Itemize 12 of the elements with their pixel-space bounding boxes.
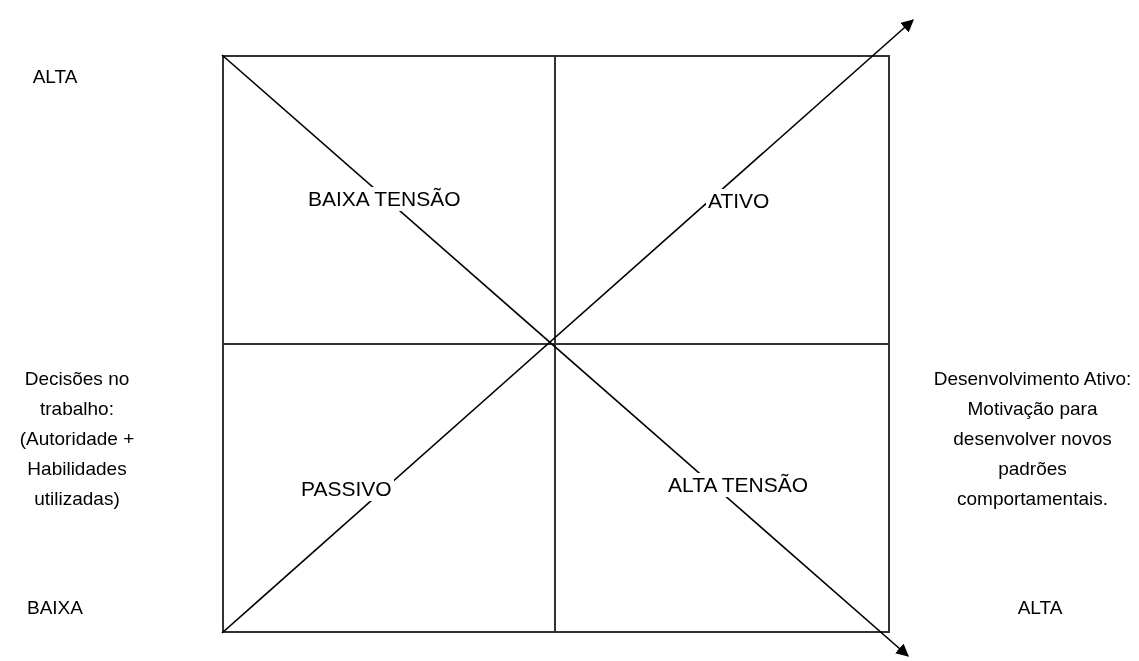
- quadrant-label: ALTA TENSÃO: [666, 473, 811, 497]
- quadrant: [554, 343, 890, 633]
- axis-level-label: ALTA: [1016, 596, 1064, 620]
- quadrant-label: BAIXA TENSÃO: [306, 187, 463, 211]
- quadrant: [554, 55, 890, 345]
- axis-title: Decisões no trabalho: (Autoridade + Habilidades utilizadas): [18, 367, 136, 511]
- axis-level-label: BAIXA: [26, 596, 84, 620]
- axis-title: Desenvolvimento Ativo: Motivação para desenvolver novos padrões comportamentais.: [932, 367, 1133, 511]
- quadrant: [222, 343, 556, 633]
- quadrant: [222, 55, 556, 345]
- axis-level-label: ALTA: [31, 65, 79, 89]
- quadrant-label: PASSIVO: [299, 477, 394, 501]
